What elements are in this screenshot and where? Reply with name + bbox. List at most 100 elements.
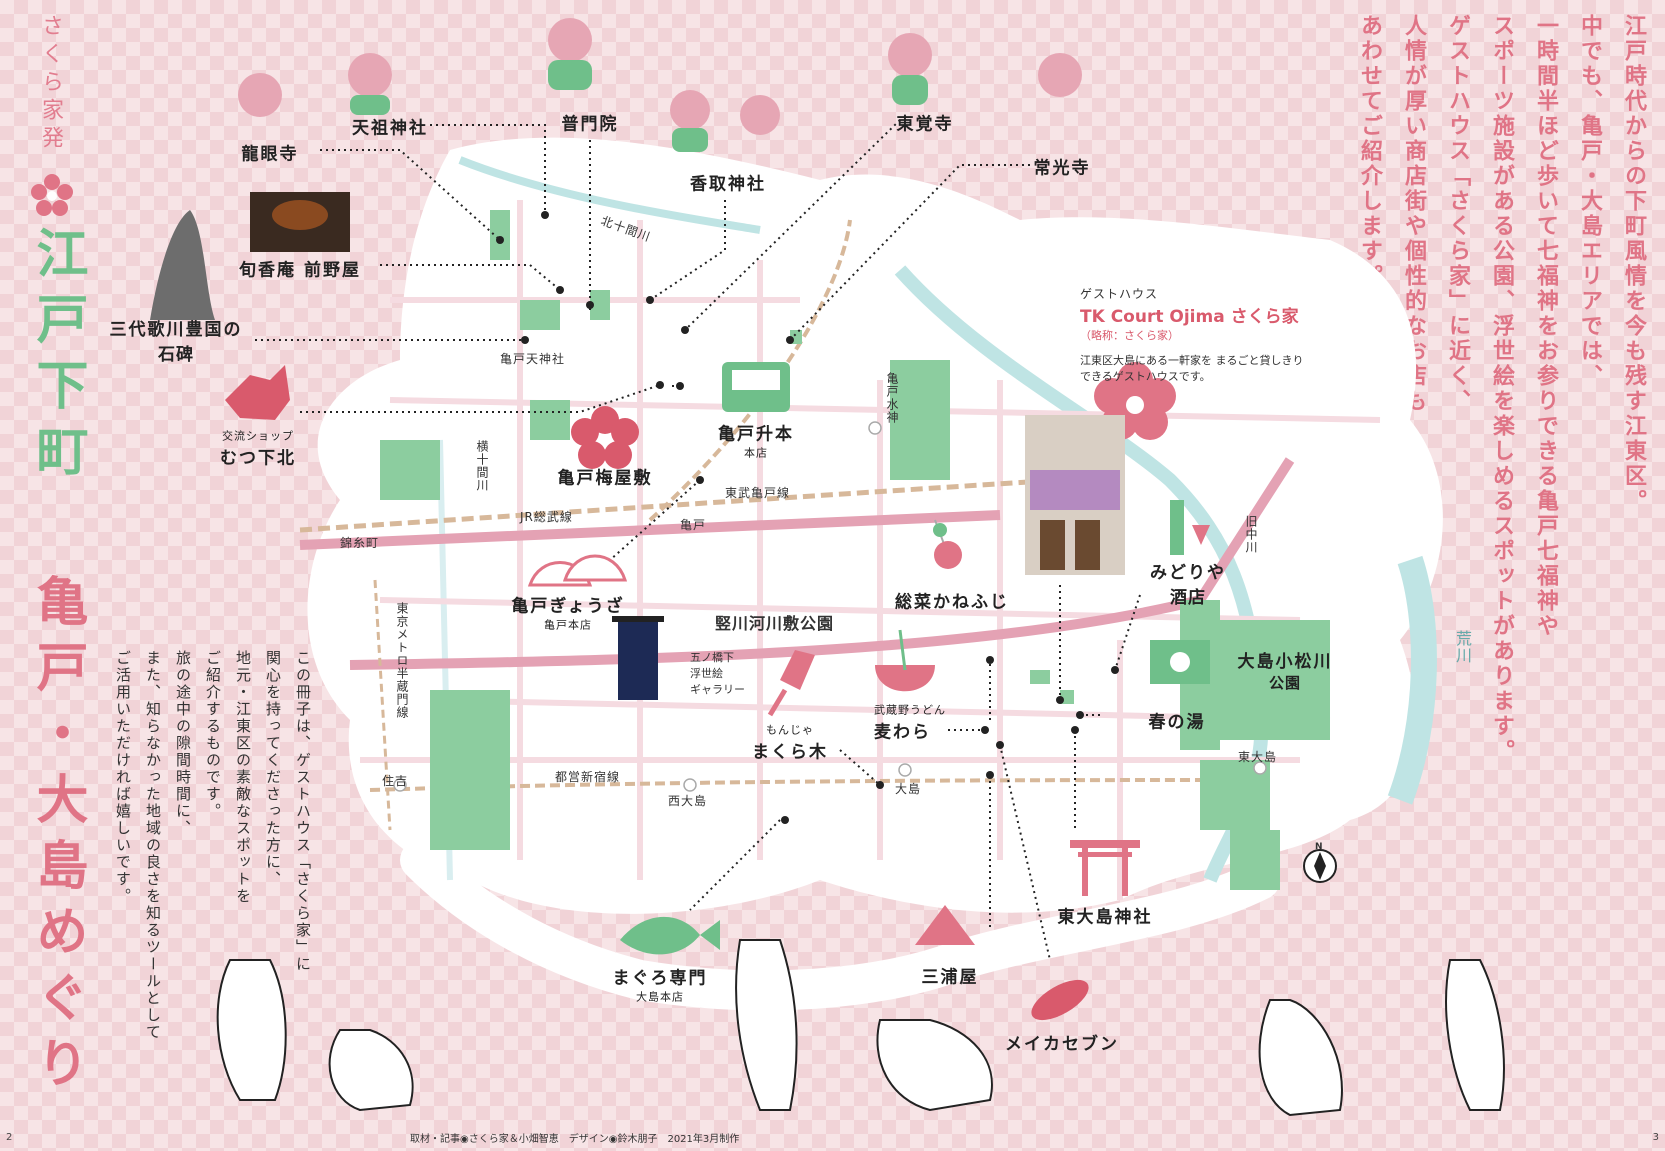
spot-mutsu-shimokita: 交流ショップむつ下北 (220, 429, 296, 469)
intro-line: スポーツ施設がある公園、浮世絵を楽しめるスポットがあります。 (1489, 14, 1514, 764)
leader-lines (255, 119, 1141, 961)
mutsu-map-icon (225, 365, 290, 420)
railway-jr (299, 477, 1061, 533)
intro-line: 中でも、亀戸・大島エリアでは、 (1577, 14, 1602, 389)
label-arakawa: 荒川 (1453, 630, 1472, 664)
meika-bread-icon (1031, 979, 1089, 1021)
spot-fumonin: 普門院 (561, 114, 619, 135)
intro-line: 江戸時代からの下町風情を今も残す江東区。 (1621, 14, 1646, 514)
booklet-line: ご活用いただければ嬉しいです。 (114, 650, 132, 905)
spot-dots (496, 211, 1119, 824)
compass-label: N (1315, 842, 1324, 852)
title-column: さくら家発 江戸下町 亀戸・大島めぐり (10, 14, 87, 1134)
spot-mugiwara: 武蔵野うどん麦わら (874, 703, 946, 743)
gyoza-icon (527, 554, 628, 587)
spot-tokakuji: 東覚寺 (896, 114, 954, 135)
umeyashiki-plum-icon (571, 406, 639, 469)
miuraya-fan-icon (915, 905, 975, 945)
shrine-gate-icon (1070, 840, 1140, 896)
spot-midoriya: みどりや酒店 (1150, 563, 1226, 608)
label-kyunakagawa: 旧中川 (1244, 515, 1258, 554)
spot-kameido-umeyashiki: 亀戸梅屋敷 (557, 468, 653, 489)
spot-shunkoan-maenoya: 旬香庵 前野屋 (239, 260, 361, 281)
maguro-fish-icon (620, 916, 720, 955)
label-toei-line: 都営新宿線 (555, 770, 621, 784)
spot-sozai-kanefuji: 総菜かねふじ (895, 592, 1009, 613)
river-arakawa (1387, 555, 1437, 805)
guesthouse-abbr: （略称：さくら家） (1080, 329, 1179, 342)
river-kitajukken (458, 156, 761, 234)
spot-toyokuni-monument: 三代歌川豊国の石碑 (109, 320, 243, 365)
mugiwara-udon-icon (875, 629, 935, 692)
booklet-line: また、知らなかった地域の良さを知るツールとして (144, 650, 162, 1041)
chojugiga-animals (216, 939, 1505, 1117)
road-kuramae (299, 510, 1001, 550)
deity-icons (238, 18, 1082, 135)
compass-icon (1303, 849, 1337, 883)
label-yokojukkengawa: 横十間川 (475, 440, 489, 492)
booklet-line: ご紹介するものです。 (204, 650, 222, 820)
minor-roads (360, 200, 1381, 900)
booklet-line: 関心を持ってくださった方に、 (264, 650, 282, 888)
label-nishiojima-station: 西大島 (668, 794, 708, 808)
page-number-right: 3 (1652, 1132, 1659, 1143)
spot-harunoyu: 春の湯 (1148, 712, 1206, 733)
spot-makuragi: もんじゃまくら木 (752, 723, 828, 763)
spot-kameido-gyoza: 亀戸ぎょうざ亀戸本店 (511, 596, 625, 632)
label-kinshicho-station: 錦糸町 (340, 536, 380, 550)
spot-katori-shrine: 香取神社 (690, 174, 766, 195)
road-keiyo (349, 457, 1295, 670)
label-kameido-station: 亀戸 (680, 518, 707, 532)
booklet-text: この冊子は、ゲストハウス「さくら家」に 関心を持ってくださった方に、 地元・江東… (106, 650, 316, 1060)
spot-ukiyoe-gallery: 五ノ橋下浮世絵ギャラリー (690, 651, 745, 696)
makuragi-spatula-icon (767, 650, 815, 717)
spot-ojima-komatsugawa-park: 大島小松川公園 (1237, 652, 1333, 692)
railway-tobu (648, 219, 852, 522)
lower-blob (400, 840, 1280, 1011)
booklet-line: この冊子は、ゲストハウス「さくら家」に (294, 650, 312, 973)
kanefuji-skewer-icon (933, 519, 962, 569)
intro-line: あわせてご紹介します。 (1357, 14, 1382, 289)
masumoto-bento-icon (722, 362, 790, 412)
parks (380, 210, 1330, 890)
harunoyu-noren-icon (1150, 640, 1210, 684)
label-metro-line: 東京メトロ半蔵門線 (395, 602, 409, 719)
label-tobu-line: 東武亀戸線 (725, 486, 791, 500)
midoriya-wine-icon (1170, 500, 1210, 555)
guesthouse-pre: ゲストハウス (1080, 287, 1159, 301)
label-sumiyoshi-station: 住吉 (382, 774, 409, 788)
intro-line: ゲストハウス「さくら家」に近く、 (1445, 14, 1470, 414)
spot-higashiojima-shrine: 東大島神社 (1057, 907, 1153, 928)
guesthouse-name: TK Court Ojima さくら家 (1080, 307, 1299, 327)
spot-kameido-masumoto: 亀戸升本本店 (718, 424, 794, 460)
label-kameido-tenjin: 亀戸天神社 (500, 352, 566, 366)
spot-miuraya: 三浦屋 (921, 967, 979, 988)
label-kameido-suijin: 亀戸水神 (885, 372, 899, 424)
label-ojima-station: 大島 (895, 782, 922, 796)
title-subtitle: さくら家発 (38, 14, 63, 154)
label-tateyama-park: 竪川河川敷公園 (715, 614, 835, 633)
label-jr-line: JR総武線 (520, 510, 573, 524)
spot-meika-seven: メイカセブン (1005, 1034, 1119, 1055)
guesthouse-desc: 江東区大島にある一軒家を まるごと貸しきりできるゲストハウスです。 (1080, 354, 1304, 383)
map-area (307, 137, 1443, 914)
spot-tenso-shrine: 天祖神社 (352, 118, 428, 139)
intro-line: 一時間半ほど歩いて七福神をお参りできる亀戸七福神や (1533, 14, 1558, 639)
spot-maguro-senmon: まぐろ専門大島本店 (612, 968, 708, 1004)
label-higashiojima-station: 東大島 (1238, 750, 1278, 764)
deity-robes (350, 60, 928, 152)
railway-toei (369, 778, 1271, 792)
page-number-left: 2 (6, 1132, 13, 1143)
spot-ryuganji: 龍眼寺 (241, 144, 299, 165)
title-line2: 亀戸・大島めぐり (27, 574, 87, 1102)
stations (393, 421, 1267, 792)
title-line1: 江戸下町 (27, 226, 87, 490)
hibi-stone-icon (150, 210, 215, 320)
booklet-line: 旅の途中の隙間時間に、 (174, 650, 192, 837)
gallery-sign-icon (612, 616, 664, 700)
guesthouse-photo (1025, 415, 1125, 575)
shunkoan-soba-icon (250, 192, 350, 252)
booklet-line: 地元・江東区の素敵なスポットを (234, 650, 252, 905)
spot-jokoji: 常光寺 (1033, 158, 1091, 179)
